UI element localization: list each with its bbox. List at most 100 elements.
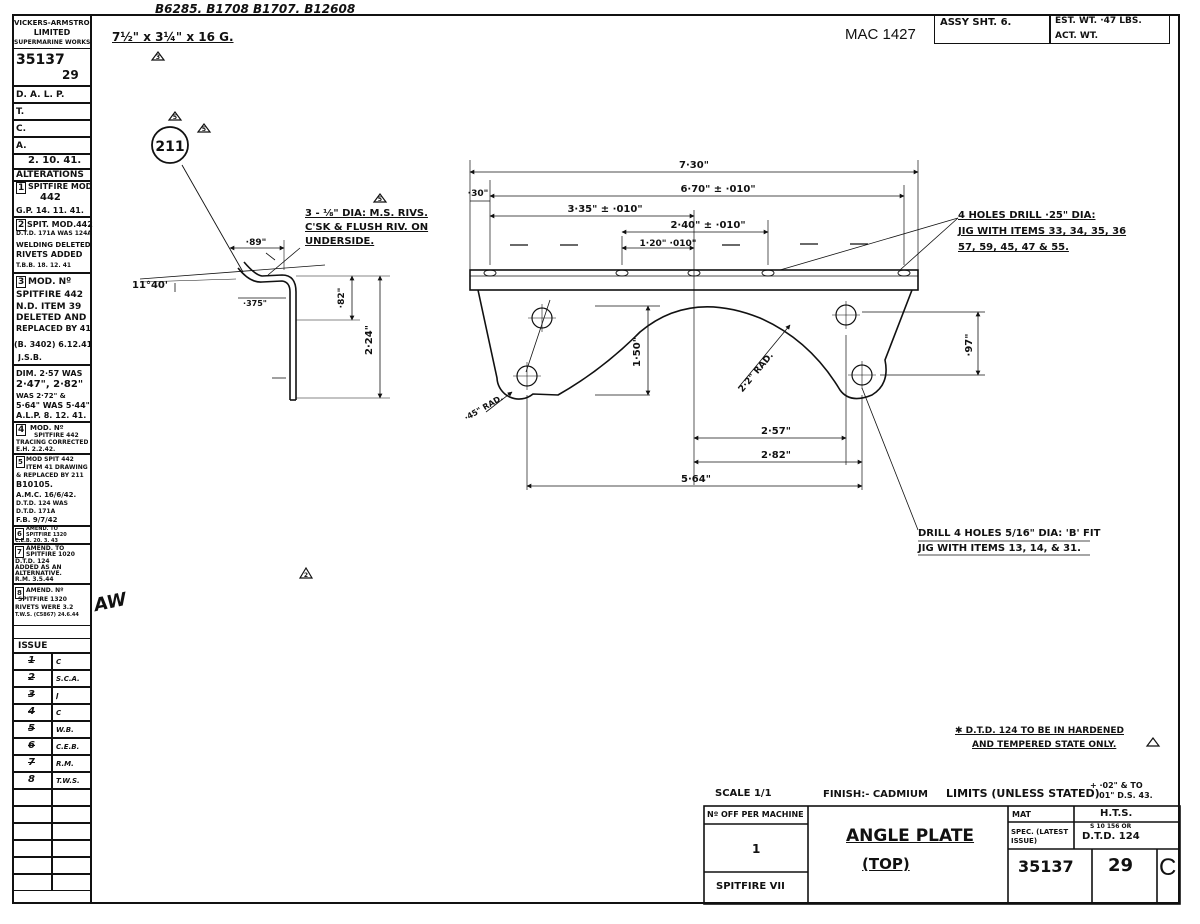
issue-number: 8 [28, 775, 35, 785]
issue-row [12, 755, 52, 772]
limits: LIMITS (UNLESS STATED) [946, 787, 1100, 800]
machine: SPITFIRE VII [716, 881, 785, 892]
dim-hole-vertical: ·97" [964, 334, 975, 357]
alteration-5-line-3: & REPLACED BY 211 [16, 472, 84, 479]
issue-row [12, 653, 52, 670]
dim-side-89: ·89" [246, 238, 267, 248]
alteration-7-num: 7 [15, 546, 24, 558]
delta-mark-3: 5 [202, 126, 206, 133]
no-off-label: Nº OFF PER MACHINE [707, 810, 804, 819]
delta-mark-1: 3 [156, 54, 160, 61]
hardened-note-line-1: ✱ D.T.D. 124 TO BE IN HARDENED [955, 726, 1124, 736]
alteration-2-num: 2 [16, 219, 27, 231]
dim-240: 2·40" ± ·010" [670, 220, 745, 231]
alteration-2-line-3: WELDING DELETED [16, 241, 91, 249]
issue-number: 6 [28, 741, 35, 751]
hole-lower-right [848, 361, 876, 389]
alteration-6-num: 6 [15, 528, 24, 540]
issue-mark: C.E.B. [56, 743, 80, 751]
drawing-ref: MAC 1427 [845, 26, 916, 43]
dim-335: 3·35" ± ·010" [567, 204, 642, 215]
alteration-4-line-2: SPITFIRE 442 [34, 432, 79, 439]
dim-282: 2·82" [761, 450, 791, 461]
alteration-8-line-1: AMEND. Nº [26, 587, 64, 594]
top-reference-numbers: B6285. B1708 B1707. B12608 [155, 2, 356, 16]
issue-number: 3 [28, 690, 35, 700]
rivet-note-line-2: C'SK & FLUSH RIV. ON [305, 222, 429, 233]
alteration-8-line-2: SPITFIRE 1320 [18, 596, 67, 603]
extension-lines [469, 160, 985, 490]
alteration-2-cell [12, 217, 92, 273]
weight-cell [1050, 14, 1170, 44]
alteration-3-line-7: J.S.B. [18, 353, 42, 362]
issue-row-mark-cell [52, 704, 92, 721]
issue-heading-cell [12, 638, 92, 653]
alteration-1-cell [12, 181, 92, 217]
alteration-4-line-3: TRACING CORRECTED [16, 439, 89, 446]
side-view [139, 164, 390, 401]
alterations-heading: ALTERATIONS [16, 170, 84, 180]
act-weight: ACT. WT. [1055, 31, 1099, 41]
alterations-heading-cell [12, 169, 92, 181]
issue-number: 1 [28, 656, 35, 666]
dim-hole-span: 6·70" ± ·010" [680, 184, 755, 195]
issue-row [12, 840, 52, 857]
part-bubble-number: 211 [155, 139, 184, 155]
alteration-7-line-2: SPITFIRE 1020 [26, 551, 75, 558]
issue-mark: W.B. [56, 726, 74, 734]
alteration-5-num: 5 [16, 456, 25, 468]
issue-number: 5 [28, 724, 35, 734]
alteration-6-cell [12, 526, 92, 544]
approval-date: 2. 10. 41. [28, 156, 82, 166]
issue-row [12, 806, 52, 823]
dim-change-line-3: WAS 2·72" & [16, 392, 66, 400]
issue-row [12, 772, 52, 789]
holes-bottom-note-line-2: JIG WITH ITEMS 13, 14, & 31. [918, 543, 1081, 554]
issue-row-mark-cell [52, 789, 92, 806]
holes-top-note-line-2: JIG WITH ITEMS 33, 34, 35, 36 [958, 226, 1127, 237]
alteration-4-line-4: E.H. 2.2.42. [16, 446, 56, 453]
issue-row [12, 670, 52, 687]
dim-side-375: ·375" [243, 299, 267, 308]
dim-overall: 7·30" [679, 160, 709, 171]
stock-size: 7½" x 3¼" x 16 G. [112, 30, 234, 44]
dim-change-line-5: A.L.P. 8. 12. 41. [16, 411, 87, 420]
issue-mark: J [56, 692, 59, 700]
alteration-5-line-4: B10105. [16, 480, 53, 489]
note-underlines [918, 540, 1090, 556]
dim-120: 1·20" ·010" [640, 239, 697, 249]
hole-upper-left [528, 304, 556, 332]
alteration-8-cell [12, 584, 92, 626]
alteration-7-line-1: AMEND. TO [26, 545, 65, 552]
side-drawing-no-cell [12, 48, 92, 86]
alteration-8-num: 8 [15, 587, 24, 599]
hole-upper-right [832, 301, 860, 329]
holes-top-note-line-3: 57, 59, 45, 47 & 55. [958, 242, 1069, 253]
holes-bottom-note-line-1: DRILL 4 HOLES 5/16" DIA: 'B' FIT [918, 528, 1101, 539]
dim-change-line-4: 5·64" WAS 5·44" [16, 401, 90, 410]
issue-row [12, 738, 52, 755]
issue-row-mark-cell [52, 772, 92, 789]
alteration-5-line-6: D.T.D. 124 WAS [16, 500, 68, 507]
alteration-3-num: 3 [16, 276, 27, 288]
spec-label: SPEC. (LATEST ISSUE) [1011, 828, 1069, 845]
issue-mark: C [56, 658, 62, 666]
alteration-6-line-2: SPITFIRE 1320 [26, 532, 67, 538]
scale: SCALE 1/1 [715, 788, 772, 799]
side-drawing-no: 35137 [16, 52, 65, 68]
est-weight: EST. WT. ·47 LBS. [1055, 16, 1142, 26]
approval-c: C. [16, 124, 27, 134]
assy-sheet: ASSY SHT. 6. [940, 17, 1012, 28]
alteration-3-line-2: SPITFIRE 442 [16, 290, 84, 300]
delta-mark-4: 5 [378, 196, 382, 203]
issue-row [12, 687, 52, 704]
part-number-bubble [151, 126, 189, 164]
issue-row [12, 823, 52, 840]
alteration-8-line-4: T.W.S. (C5867) 24.6.44 [15, 612, 79, 618]
material-label: MAT [1012, 810, 1031, 819]
dim-radius: 2·2" RAD. [737, 351, 776, 395]
alteration-2-line-1: SPIT. MOD.442 [27, 220, 93, 229]
issue-row-mark-cell [52, 721, 92, 738]
issue-row [12, 721, 52, 738]
